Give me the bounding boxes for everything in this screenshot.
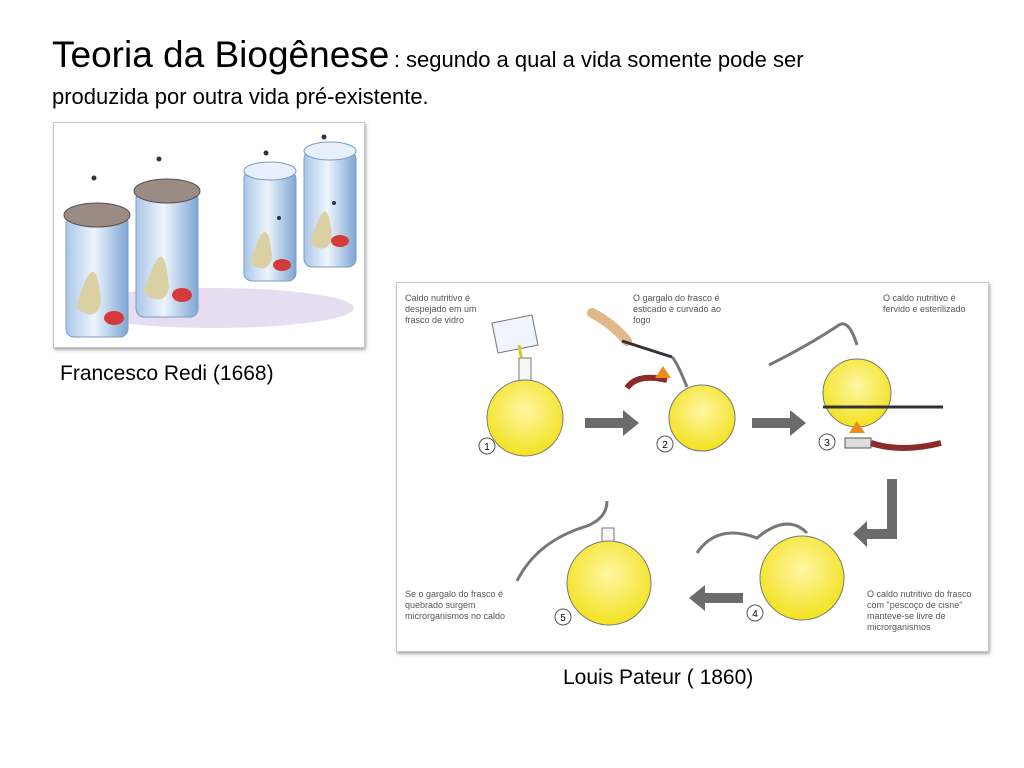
redi-caption: Francesco Redi (1668) (60, 362, 274, 385)
svg-text:2: 2 (662, 440, 668, 451)
open-jar-2 (303, 141, 357, 268)
step-3-note: O caldo nutritivo é fervido e esteriliza… (883, 293, 966, 314)
pasteur-caption: Louis Pateur ( 1860) (563, 666, 754, 689)
redi-illustration (63, 134, 357, 338)
covered-jar-1 (63, 202, 131, 338)
covered-jar-2 (133, 178, 201, 318)
step-1-flask: 1 (478, 314, 564, 457)
title-subtitle-line2: produzida por outra vida pré-existente. (52, 83, 429, 109)
step-4-note: O caldo nutritivo do frasco com "pescoço… (867, 589, 972, 632)
arrow-left-icon (689, 585, 743, 611)
step-2-flask: 2 (587, 308, 736, 453)
step-5-flask: 5 (515, 500, 652, 626)
open-jar-1 (243, 161, 297, 282)
step-4-flask: 4 (695, 522, 845, 622)
pasteur-illustration: 1 2 3 (478, 308, 943, 626)
arrow-down-left-icon (853, 479, 897, 547)
svg-text:1: 1 (484, 442, 490, 453)
step-5-number-badge (554, 608, 572, 626)
svg-text:5: 5 (560, 613, 566, 624)
step-2-number-badge (656, 435, 674, 453)
svg-text:3: 3 (824, 438, 830, 449)
pasteur-experiment-image: 1 2 3 (396, 282, 989, 652)
title-main: Teoria da Biogênese (52, 34, 390, 75)
step-3-number-badge (818, 433, 836, 451)
step-1-note: Caldo nutritivo é despejado em um frasco… (405, 293, 477, 325)
arrow-right-icon (752, 410, 806, 436)
svg-text:4: 4 (752, 609, 758, 620)
redi-experiment-image (53, 122, 365, 348)
flies (91, 134, 336, 220)
step-5-note: Se o gargalo do frasco é quebrado surgem… (405, 589, 506, 621)
step-3-flask: 3 (768, 322, 943, 451)
step-4-number-badge (746, 604, 764, 622)
arrow-right-icon (585, 410, 639, 436)
title-subtitle: : segundo a qual a vida somente pode ser (393, 47, 804, 72)
step-1-number-badge (478, 437, 496, 455)
slide-title: Teoria da Biogênese : segundo a qual a v… (52, 30, 952, 112)
step-2-note: O gargalo do frasco é esticado e curvado… (633, 293, 722, 325)
